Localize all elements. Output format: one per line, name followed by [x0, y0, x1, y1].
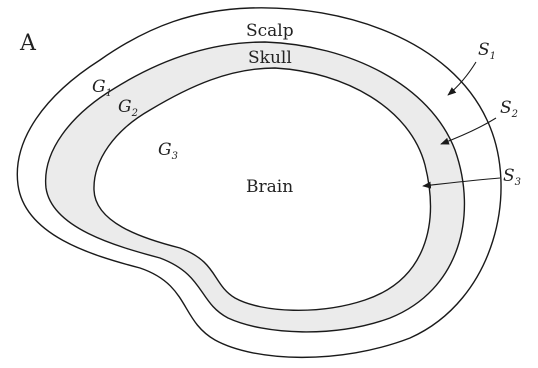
scalp-label: Scalp — [246, 21, 294, 41]
surface-s3-label: S3 — [503, 166, 521, 188]
brain-label: Brain — [246, 177, 293, 197]
skull-label: Skull — [248, 48, 292, 68]
panel-label: A — [19, 31, 37, 56]
surface-s1-label: S1 — [478, 40, 496, 62]
surface-s2-label: S2 — [500, 98, 518, 120]
